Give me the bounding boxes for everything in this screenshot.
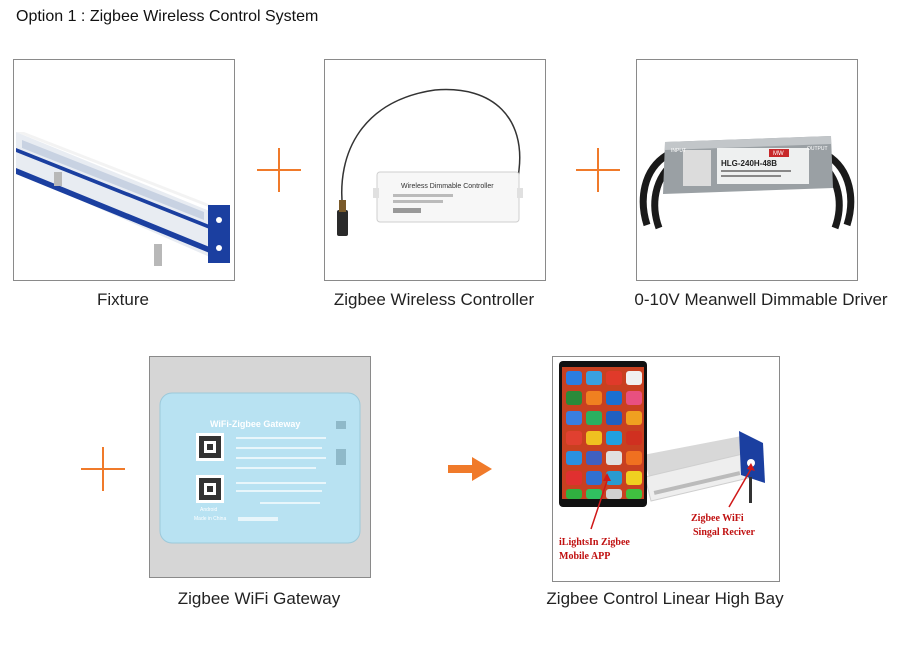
driver-model: HLG-240H-48B: [721, 159, 777, 168]
fixture-caption: Fixture: [97, 290, 149, 309]
plus-icon: [257, 148, 301, 192]
controller-caption: Zigbee Wireless Controller: [333, 290, 535, 309]
arrow-right-icon: [448, 457, 492, 481]
driver-brand: MW: [773, 151, 784, 157]
plus-icon: [576, 148, 620, 192]
fixture-image: [13, 59, 235, 281]
receiver-label-line2: Singal Reciver: [693, 527, 755, 538]
controller-label: Wireless Dimmable Controller: [401, 183, 494, 190]
receiver-label-line1: Zigbee WiFi: [691, 513, 744, 524]
gateway-title: WiFi-Zigbee Gateway: [210, 419, 300, 429]
gateway-android-label: Android: [200, 507, 217, 513]
gateway-made-label: Made in China: [194, 516, 226, 522]
driver-output: OUTPUT: [807, 146, 828, 152]
page-title: Option 1 : Zigbee Wireless Control Syste…: [16, 8, 319, 25]
gateway-image: WiFi-Zigbee Gateway Android Made in Chin…: [149, 356, 371, 578]
plus-icon: [81, 447, 125, 491]
highbay-image: iLightsIn Zigbee Mobile APP Zigbee WiFi …: [552, 356, 780, 582]
app-label-line1: iLightsIn Zigbee: [559, 537, 630, 548]
gateway-caption: Zigbee WiFi Gateway: [177, 589, 341, 608]
driver-image: MW HLG-240H-48B INPUT OUTPUT: [636, 59, 858, 281]
driver-caption: 0-10V Meanwell Dimmable Driver: [634, 290, 888, 309]
app-label-line2: Mobile APP: [559, 551, 610, 562]
app-grid-icons: [566, 371, 642, 499]
controller-image: Wireless Dimmable Controller: [324, 59, 546, 281]
highbay-caption: Zigbee Control Linear High Bay: [546, 589, 784, 608]
driver-input: INPUT: [671, 148, 686, 154]
